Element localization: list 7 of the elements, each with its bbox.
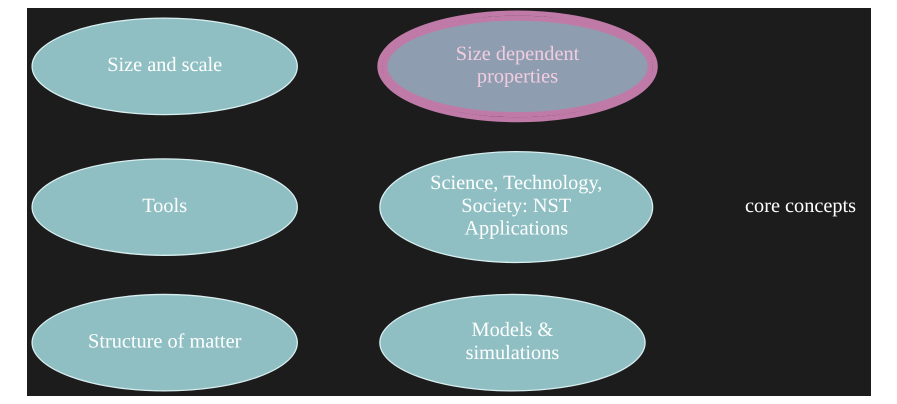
node-ellipse: Science, Technology, Society: NST Applications: [378, 151, 653, 264]
label: core concepts: [744, 194, 856, 217]
node-ellipse: Tools: [30, 158, 298, 256]
node-ellipse: Size and scale: [30, 18, 298, 116]
node-ellipse: Structure of matter: [30, 294, 298, 392]
node-ellipse: Size dependent properties: [376, 10, 658, 122]
node-ellipse: Models & simulations: [378, 294, 646, 392]
